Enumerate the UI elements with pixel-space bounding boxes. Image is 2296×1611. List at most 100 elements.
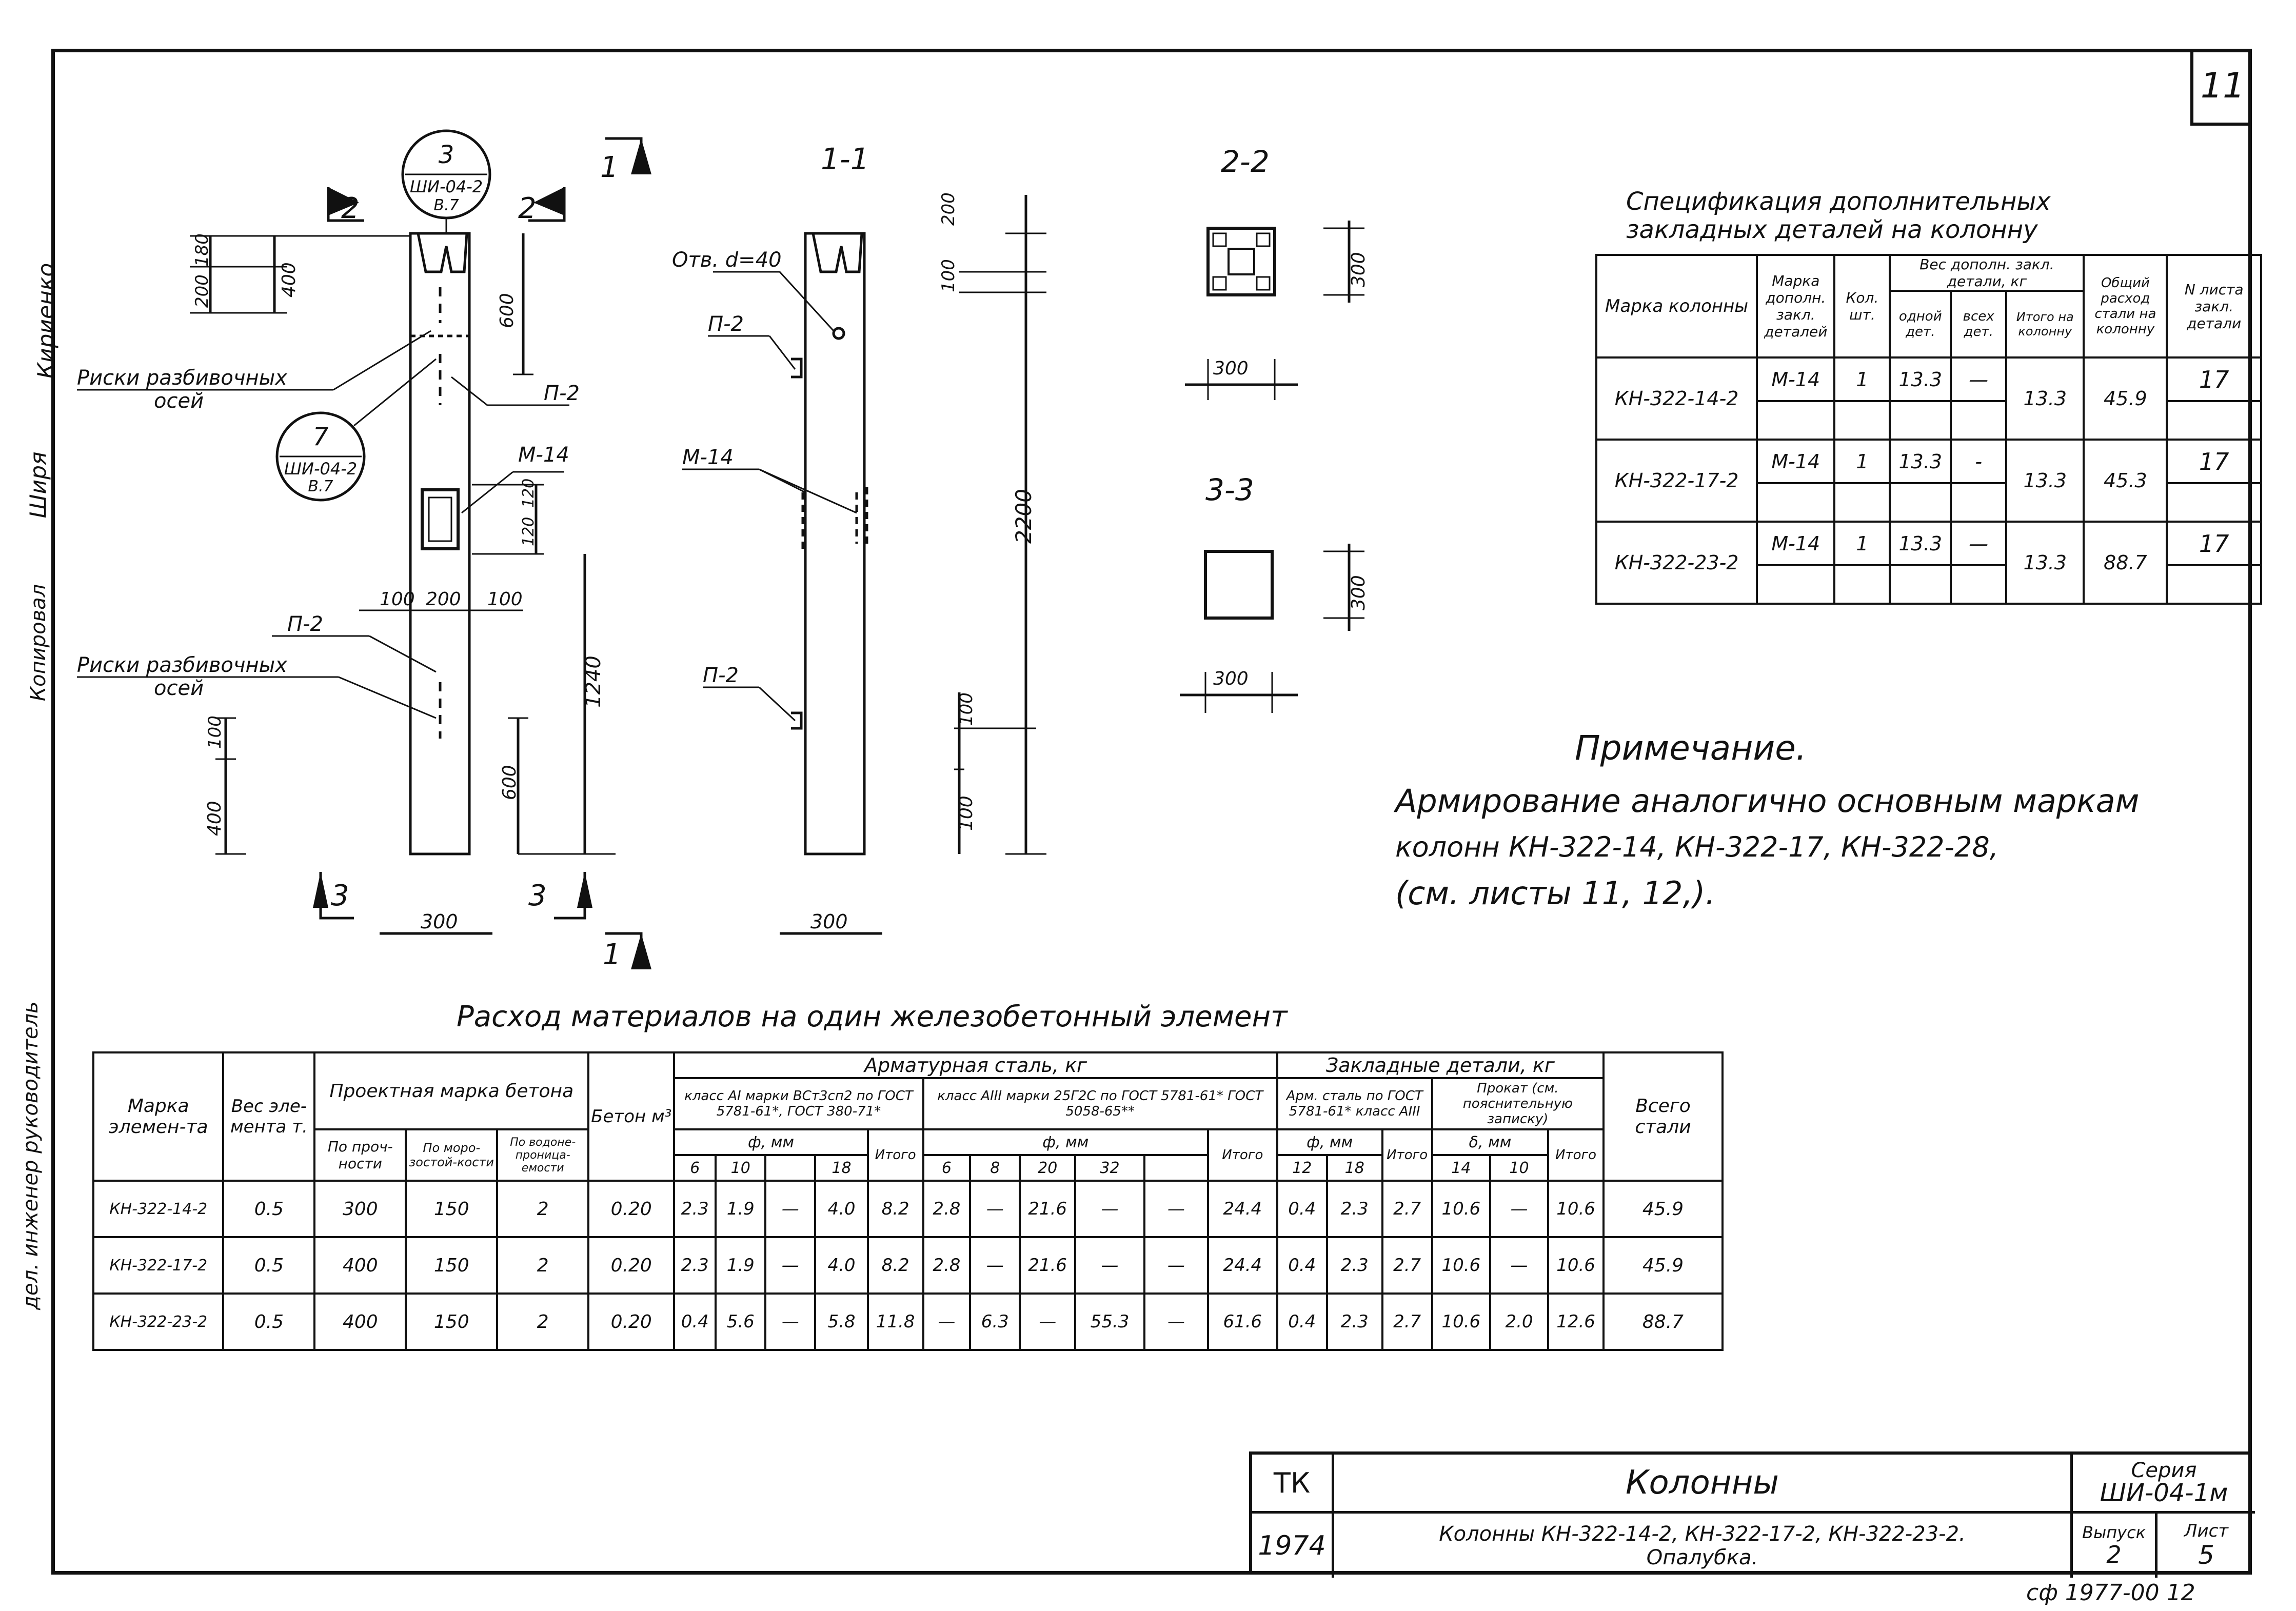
mat-h-arm: Арм. сталь по ГОСТ 5781-61* класс AIII xyxy=(1276,1077,1433,1130)
section-1-bottom-label: 1 xyxy=(603,938,621,971)
mat-r1-m: — xyxy=(1143,1180,1209,1238)
mat-r3-q: 2.0 xyxy=(1489,1292,1550,1351)
mat-h-itogo3: Итого xyxy=(1381,1128,1433,1182)
mat-r1-e: — xyxy=(764,1180,817,1238)
mat-r3-d: 5.8 xyxy=(814,1292,869,1351)
mat-r2-b: 1.9 xyxy=(715,1236,767,1295)
dim-600-bottom: 600 xyxy=(499,765,520,800)
mat-r3-k: — xyxy=(1019,1292,1077,1351)
dim-200-top: 200 xyxy=(192,274,212,308)
spec-r3-mark: КН-322-23-2 xyxy=(1595,521,1758,605)
mat-r3-i2: 61.6 xyxy=(1206,1292,1278,1351)
mat-r1-mark: КН-322-14-2 xyxy=(92,1180,225,1238)
spec-r3-all: — xyxy=(1950,521,2008,566)
mat-r1-a: 2.3 xyxy=(673,1180,717,1238)
mat-h-frost: По моро-зостой-кости xyxy=(405,1128,499,1182)
section-1-1-m14: М-14 xyxy=(682,446,734,469)
spec-r2-steel: 45.3 xyxy=(2083,439,2168,523)
mat-r3-h: 6.3 xyxy=(969,1292,1021,1351)
section-3-3-dim-v: 300 xyxy=(1348,575,1369,610)
materials-title: Расход материалов на один железобетонный… xyxy=(457,1000,1288,1033)
note-title: Примечание. xyxy=(1575,728,1807,768)
tb-desc-1: Колонны КН-322-14-2, КН-322-17-2, КН-322… xyxy=(1439,1522,1966,1546)
title-block: ТК 1974 Колонны Колонны КН-322-14-2, КН-… xyxy=(1249,1451,2255,1578)
dim-400-top: 400 xyxy=(279,262,300,297)
section-1-1-dim-100b: 100 xyxy=(956,692,977,726)
mat-r2-f: 150 xyxy=(405,1236,499,1295)
section-1-1-dim-200: 200 xyxy=(938,192,959,226)
mat-h-a1: класс AI марки ВСт3сп2 по ГОСТ 5781-61*,… xyxy=(673,1077,924,1130)
tb-name: Колонны xyxy=(1334,1455,2073,1514)
section-1-1-outline xyxy=(804,232,866,856)
spec-table: Марка колонны Марка дополн. закл. детале… xyxy=(1595,254,2262,605)
mat-h-c10b: 10 xyxy=(1489,1154,1550,1182)
dim-600-top: 600 xyxy=(497,293,518,328)
mat-h-phi2: ф, мм xyxy=(922,1128,1209,1156)
mat-h-itogo4: Итого xyxy=(1547,1128,1605,1182)
spec-h-sheet: N листа закл. детали xyxy=(2166,254,2262,359)
section-2-2-dim-h: 300 xyxy=(1213,358,1249,379)
mat-r2-d: 4.0 xyxy=(814,1236,869,1295)
mat-r1-c: 0.20 xyxy=(587,1180,676,1238)
mat-r3-e: — xyxy=(764,1292,817,1351)
mat-h-delta: δ, мм xyxy=(1431,1128,1550,1156)
mat-r1-t: 45.9 xyxy=(1602,1180,1724,1238)
mat-r3-a: 0.4 xyxy=(673,1292,717,1351)
mat-r1-p: 10.6 xyxy=(1431,1180,1491,1238)
spec-r1-part: М-14 xyxy=(1756,356,1836,402)
tb-issue-label: Выпуск xyxy=(2082,1522,2146,1542)
mat-row-2: КН-322-17-2 0.5 400 150 2 0.20 2.3 1.9 —… xyxy=(92,1236,1724,1295)
section-3-right-label: 3 xyxy=(528,879,547,912)
dim-180: 180 xyxy=(192,233,212,267)
spec-r3-total: 13.3 xyxy=(2005,521,2085,605)
mat-h-c10: 10 xyxy=(715,1154,767,1182)
mat-r3-l: 55.3 xyxy=(1074,1292,1145,1351)
mat-h-c12: 12 xyxy=(1276,1154,1328,1182)
mat-r2-wa: 2 xyxy=(496,1236,590,1295)
mat-r1-g: 2.8 xyxy=(922,1180,972,1238)
mat-r3-g: — xyxy=(922,1292,972,1351)
dim-120a: 120 xyxy=(520,479,538,508)
dim-120b: 120 xyxy=(520,517,538,546)
tb-org: ТК xyxy=(1252,1455,1334,1514)
dim-100-left: 100 xyxy=(380,589,415,610)
front-column-outline xyxy=(409,232,471,856)
spec-r3-steel: 88.7 xyxy=(2083,521,2168,605)
mat-r1-w: 0.5 xyxy=(222,1180,316,1238)
mat-h-c8: 8 xyxy=(969,1154,1021,1182)
mat-r1-q: — xyxy=(1489,1180,1550,1238)
risk-label-2b: осей xyxy=(154,677,204,700)
spec-h-steel: Общий расход стали на колонну xyxy=(2083,254,2168,359)
spec-title-2: закладных деталей на колонну xyxy=(1626,215,2038,244)
tb-sheet-label: Лист xyxy=(2184,1521,2229,1542)
m14-label: М-14 xyxy=(518,443,569,467)
mat-r1-b: 1.9 xyxy=(715,1180,767,1238)
dim-1240: 1240 xyxy=(582,655,605,708)
mat-h-proj: Проектная марка бетона xyxy=(313,1051,590,1130)
section-3-3-dim-h: 300 xyxy=(1213,668,1249,689)
section-3-3-outline xyxy=(1204,550,1274,620)
mat-r1-i4: 10.6 xyxy=(1547,1180,1605,1238)
spec-r3-part: М-14 xyxy=(1756,521,1836,566)
callout-mid-page: В.7 xyxy=(308,478,333,495)
mat-r2-i4: 10.6 xyxy=(1547,1236,1605,1295)
mat-r1-wa: 2 xyxy=(496,1180,590,1238)
mat-h-water: По водоне-проница-емости xyxy=(496,1128,590,1182)
mat-r3-i4: 12.6 xyxy=(1547,1292,1605,1351)
tb-issue-value: 2 xyxy=(2106,1540,2122,1568)
note-line-3: (см. листы 11, 12,). xyxy=(1395,874,1716,912)
spec-title-1: Спецификация дополнительных xyxy=(1626,187,2051,216)
mat-r3-t: 88.7 xyxy=(1602,1292,1724,1351)
section-2-2-title: 2-2 xyxy=(1221,144,1270,179)
mat-h-c6b: 6 xyxy=(922,1154,972,1182)
drawing-views: 3 ШИ-04-2 В.7 7 ШИ-04-2 В.7 2 2 1 1 3 3 … xyxy=(77,129,1369,971)
otv-label: Отв. d=40 xyxy=(672,248,782,272)
mat-r1-i3: 2.7 xyxy=(1381,1180,1433,1238)
section-3-3-title: 3-3 xyxy=(1205,472,1254,507)
tb-desc-2: Опалубка. xyxy=(1646,1545,1758,1569)
spec-r2-total: 13.3 xyxy=(2005,439,2085,523)
mat-r1-l: — xyxy=(1074,1180,1145,1238)
mat-r2-p: 10.6 xyxy=(1431,1236,1491,1295)
tb-series-label: Серия xyxy=(2131,1459,2197,1482)
spec-r1-sheet: 17 xyxy=(2166,356,2262,402)
